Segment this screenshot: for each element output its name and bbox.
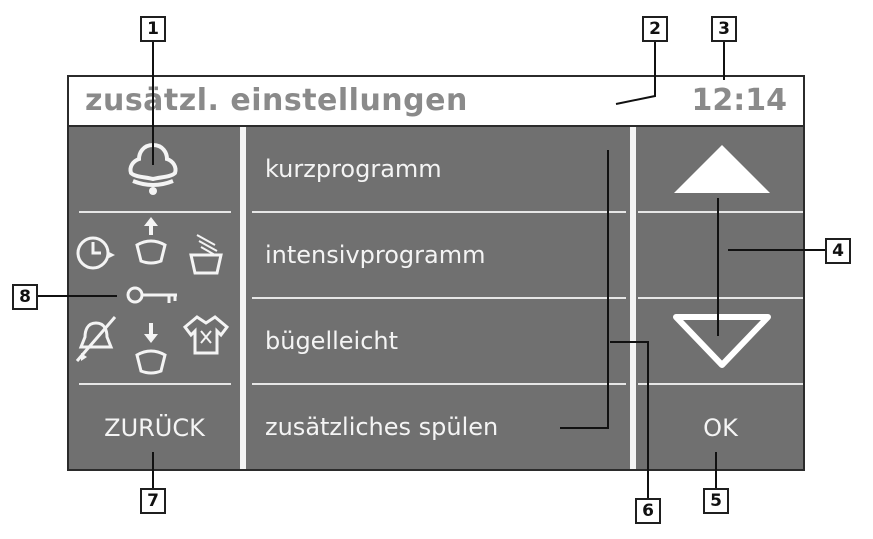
- key-icon: [126, 286, 177, 304]
- scroll-down-button[interactable]: [638, 299, 803, 383]
- callout-8: 8: [12, 284, 38, 310]
- left-divider-2: [79, 383, 231, 385]
- scroll-up-button[interactable]: [638, 127, 803, 211]
- right-divider-1: [638, 211, 803, 213]
- display-screen: zusätzl. einstellungen 12:14: [67, 75, 805, 471]
- scroll-spacer: [638, 213, 803, 297]
- callout-2: 2: [642, 16, 668, 42]
- callout-4: 4: [825, 238, 851, 264]
- ok-button[interactable]: OK: [703, 414, 738, 442]
- callout-6: 6: [635, 498, 661, 524]
- bell-icon: [128, 142, 178, 195]
- bell-button[interactable]: [69, 127, 240, 211]
- arrow-down-icon: [673, 314, 771, 368]
- left-divider-1: [79, 211, 231, 213]
- callout-1: 1: [140, 16, 166, 42]
- right-column: OK: [638, 127, 803, 469]
- load-up-icon: [135, 217, 167, 265]
- soak-icon: [189, 234, 223, 275]
- menu-divider-3: [252, 383, 626, 385]
- menu-list: kurzprogramm intensivprogramm bügelleich…: [248, 127, 630, 469]
- shirt-icon: [183, 315, 229, 355]
- back-button[interactable]: ZURÜCK: [104, 414, 205, 442]
- callout-5: 5: [703, 488, 729, 514]
- menu-item-intensivprogramm[interactable]: intensivprogramm: [265, 241, 486, 269]
- menu-divider-2: [252, 297, 626, 299]
- timer-icon: [76, 236, 115, 270]
- left-column: ZURÜCK: [69, 127, 240, 469]
- separator-right: [630, 127, 636, 469]
- page-title: zusätzl. einstellungen: [85, 83, 468, 118]
- right-divider-3: [638, 383, 803, 385]
- arrow-up-icon: [674, 145, 770, 193]
- load-down-icon: [135, 323, 167, 375]
- menu-item-kurzprogramm[interactable]: kurzprogramm: [265, 155, 442, 183]
- right-divider-2: [638, 297, 803, 299]
- separator-left: [240, 127, 246, 469]
- status-icon-panel: [69, 213, 240, 383]
- menu-item-buegelleicht[interactable]: bügelleicht: [265, 327, 399, 355]
- menu-item-zusaetzliches-spuelen[interactable]: zusätzliches spülen: [265, 413, 499, 441]
- callout-3: 3: [711, 16, 737, 42]
- clock: 12:14: [691, 83, 788, 118]
- mute-bell-icon: [75, 316, 117, 362]
- header-bar: zusätzl. einstellungen 12:14: [69, 77, 803, 127]
- callout-7: 7: [140, 488, 166, 514]
- menu-divider-1: [252, 211, 626, 213]
